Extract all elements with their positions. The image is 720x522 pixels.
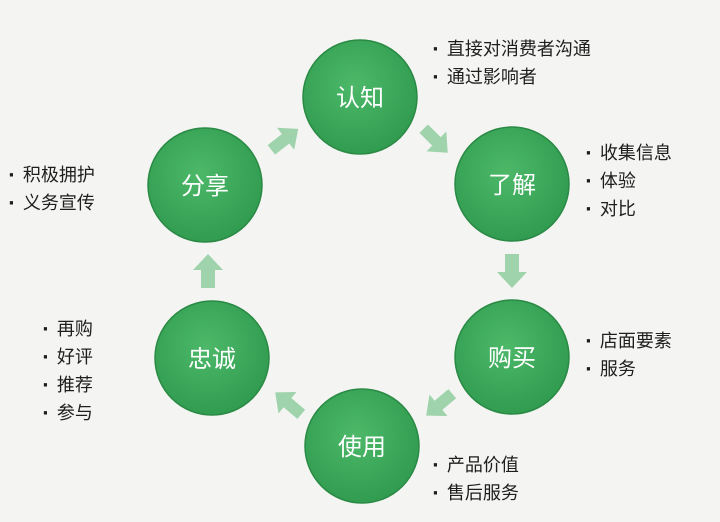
bullet-item: 直接对消费者沟通 [432, 36, 591, 64]
node-loyalty-label: 忠诚 [188, 345, 236, 373]
bullet-item: 推荐 [42, 372, 93, 400]
node-share: 分享 [147, 127, 263, 243]
bullet-item: 产品价值 [432, 452, 519, 480]
bullet-item: 收集信息 [585, 140, 672, 168]
node-purchase: 购买 [454, 299, 570, 415]
arrow-share-to-awareness [267, 127, 299, 155]
node-use: 使用 [304, 388, 420, 504]
bullet-item: 参与 [42, 400, 93, 428]
arrow-awareness-to-understand [419, 124, 448, 153]
arrow-understand-to-purchase [497, 254, 527, 288]
bullet-item: 对比 [585, 196, 672, 224]
purchase-bullets: 店面要素 服务 [585, 328, 672, 384]
node-share-label: 分享 [181, 172, 229, 200]
share-bullets: 积极拥护 义务宣传 [8, 162, 95, 218]
node-use-label: 使用 [338, 433, 386, 461]
use-bullets: 产品价值 售后服务 [432, 452, 519, 508]
node-understand-label: 了解 [488, 171, 536, 199]
bullet-item: 售后服务 [432, 480, 519, 508]
node-purchase-label: 购买 [488, 344, 536, 372]
understand-bullets: 收集信息 体验 对比 [585, 140, 672, 224]
arrow-use-to-loyalty [275, 391, 306, 419]
node-awareness: 认知 [302, 39, 418, 155]
bullet-item: 积极拥护 [8, 162, 95, 190]
loyalty-bullets: 再购 好评 推荐 参与 [42, 316, 93, 428]
awareness-bullets: 直接对消费者沟通 通过影响者 [432, 36, 591, 92]
bullet-item: 店面要素 [585, 328, 672, 356]
node-awareness-label: 认知 [336, 84, 384, 112]
bullet-item: 体验 [585, 168, 672, 196]
bullet-item: 好评 [42, 344, 93, 372]
arrow-loyalty-to-share [193, 254, 223, 288]
bullet-item: 再购 [42, 316, 93, 344]
bullet-item: 通过影响者 [432, 64, 591, 92]
bullet-item: 义务宣传 [8, 190, 95, 218]
arrow-purchase-to-use [426, 389, 457, 417]
node-loyalty: 忠诚 [154, 300, 270, 416]
bullet-item: 服务 [585, 356, 672, 384]
node-understand: 了解 [454, 126, 570, 242]
